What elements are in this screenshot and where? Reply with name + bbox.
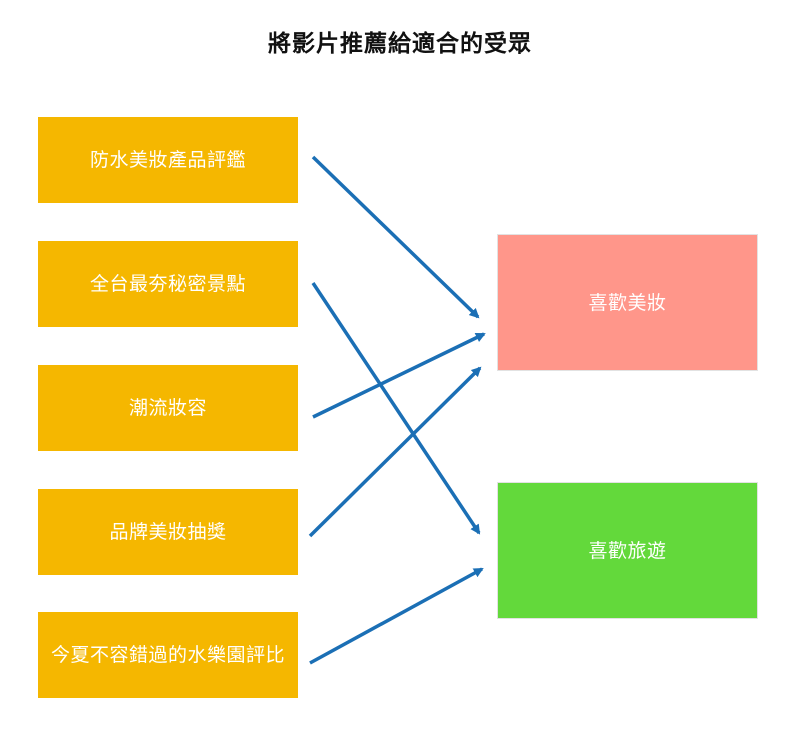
source-box-waterproof-makeup-review: 防水美妝產品評鑑 [38, 117, 298, 203]
target-box-likes-makeup: 喜歡美妝 [497, 234, 758, 371]
arrow-s3-to-t1 [312, 332, 486, 419]
target-box-likes-travel: 喜歡旅遊 [497, 482, 758, 619]
diagram-title: 將影片推薦給適合的受眾 [268, 31, 532, 57]
source-box-waterpark-review: 今夏不容錯過的水樂園評比 [38, 612, 298, 698]
arrow-s5-to-t2 [309, 567, 484, 665]
source-box-trendy-makeup: 潮流妝容 [38, 365, 298, 451]
source-box-makeup-giveaway: 品牌美妝抽獎 [38, 489, 298, 575]
arrow-s4-to-t1 [308, 366, 482, 538]
arrow-s2-to-t2 [311, 282, 481, 535]
arrow-s1-to-t1 [311, 155, 480, 319]
source-box-secret-spots: 全台最夯秘密景點 [38, 241, 298, 327]
